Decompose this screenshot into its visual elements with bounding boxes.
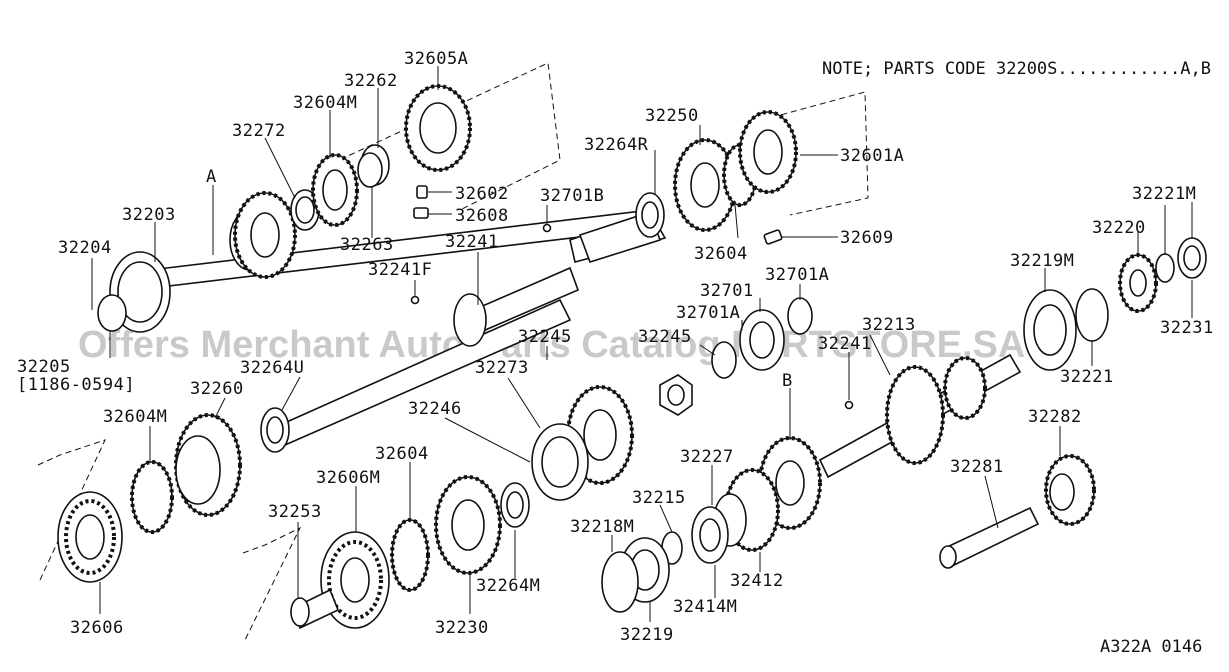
gear-32213: [885, 356, 987, 465]
label-32230: 32230: [435, 618, 489, 638]
label-32203: 32203: [122, 205, 176, 225]
label-32241F: 32241F: [368, 260, 432, 280]
gear-32220: [1118, 253, 1158, 313]
ring-32218M: [601, 551, 639, 613]
label-32701: 32701: [700, 281, 754, 301]
synchro-ring-32604M-top: [311, 153, 359, 227]
label-32205: 32205: [17, 357, 71, 377]
needle-bearing-32264M: [500, 482, 530, 528]
label-date-range: [1186-0594]: [17, 375, 135, 395]
leader-lines: [91, 66, 1193, 622]
parts-code-note: NOTE; PARTS CODE 32200S............A,B: [822, 59, 1211, 79]
synchro-ring-32604M-left: [130, 460, 174, 534]
spring-32602: [416, 185, 428, 199]
part-labels: 32605A 32262 32604M 32272 32263 32602 32…: [17, 49, 1214, 645]
label-32246: 32246: [408, 399, 462, 419]
label-32414M: 32414M: [673, 597, 737, 617]
ball-32701B: [542, 223, 552, 233]
label-32609: 32609: [840, 228, 894, 248]
label-32272: 32272: [232, 121, 286, 141]
snap-ring-32221M: [1155, 253, 1175, 283]
insert-32608: [413, 207, 429, 219]
group-box-right: [761, 91, 869, 216]
label-32241-right: 32241: [818, 334, 872, 354]
label-32605A: 32605A: [404, 49, 468, 69]
ball-32241F: [410, 295, 420, 305]
coupling-sleeve-32605A: [404, 84, 472, 172]
label-32273: 32273: [475, 358, 529, 378]
label-32701B: 32701B: [540, 186, 604, 206]
label-32253: 32253: [268, 502, 322, 522]
label-32215: 32215: [632, 488, 686, 508]
bearing-32204: [97, 251, 171, 333]
label-32219M: 32219M: [1010, 251, 1074, 271]
label-32604M: 32604M: [293, 93, 357, 113]
label-32606M: 32606M: [316, 468, 380, 488]
reverse-idler-gear-32282: [1044, 454, 1096, 526]
label-32264U: 32264U: [240, 358, 304, 378]
label-32604-right: 32604: [694, 244, 748, 264]
diagram-code: A322A 0146: [1100, 637, 1202, 657]
label-32602: 32602: [455, 184, 509, 204]
coupling-sleeve-32606M: [320, 531, 390, 629]
bearing-32246: [531, 423, 589, 501]
bearing-32701: [739, 309, 785, 371]
label-32264R: 32264R: [584, 135, 649, 155]
label-32231: 32231: [1160, 318, 1214, 338]
gear-32203: [233, 191, 297, 279]
ring-32221: [1075, 288, 1109, 342]
reverse-idler-shaft-32281: [939, 506, 1040, 569]
group-box-left: [37, 439, 106, 581]
marker-a: A: [206, 167, 217, 187]
label-32221: 32221: [1060, 367, 1114, 387]
label-32281: 32281: [950, 457, 1004, 477]
label-32227: 32227: [680, 447, 734, 467]
synchro-ring-32604-bottom: [390, 518, 430, 592]
label-32701A-top: 32701A: [765, 265, 829, 285]
group-box-bottom: [242, 526, 302, 641]
label-32218M: 32218M: [570, 517, 634, 537]
label-32701A: 32701A: [676, 303, 740, 323]
label-32219: 32219: [620, 625, 674, 645]
label-32263: 32263: [340, 235, 394, 255]
coupling-sleeve-32606: [57, 491, 123, 583]
label-32245-left: 32245: [518, 327, 572, 347]
label-32604M-left: 32604M: [103, 407, 167, 427]
insert-32609: [763, 229, 783, 245]
marker-b: B: [782, 371, 793, 391]
ball-32241: [844, 400, 854, 410]
label-32412: 32412: [730, 571, 784, 591]
washer-32245: [711, 341, 737, 379]
label-32221M: 32221M: [1132, 184, 1196, 204]
bearing-32219M: [1023, 289, 1077, 371]
label-32204: 32204: [58, 238, 112, 258]
label-32260: 32260: [190, 379, 244, 399]
ring-32414M: [691, 506, 729, 564]
label-32262: 32262: [344, 71, 398, 91]
needle-bearing-32272: [290, 189, 320, 231]
label-32264M: 32264M: [476, 576, 540, 596]
nut-32245: [659, 374, 693, 416]
gear-32230: [434, 475, 502, 575]
label-32213: 32213: [862, 315, 916, 335]
needle-bearing-32264U: [260, 407, 290, 453]
needle-bearing-32231: [1177, 237, 1207, 279]
gear-32260: [174, 413, 242, 517]
watermark: Offers Merchant Auto Parts Catalog PARTS…: [78, 324, 1025, 366]
label-32601A: 32601A: [840, 146, 904, 166]
label-32241-top: 32241: [445, 232, 499, 252]
label-32245-right: 32245: [638, 327, 692, 347]
sleeve-32253: [290, 588, 340, 630]
coupling-sleeve-32601A: [738, 110, 798, 194]
label-32604-bottom: 32604: [375, 444, 429, 464]
snap-ring-32701A: [787, 297, 813, 335]
label-32220: 32220: [1092, 218, 1146, 238]
label-32606: 32606: [70, 618, 124, 638]
label-32250: 32250: [645, 106, 699, 126]
label-32608: 32608: [455, 206, 509, 226]
needle-bearing-32264R: [635, 192, 665, 238]
snap-rings-32262-32263: [357, 144, 390, 188]
label-32282: 32282: [1028, 407, 1082, 427]
